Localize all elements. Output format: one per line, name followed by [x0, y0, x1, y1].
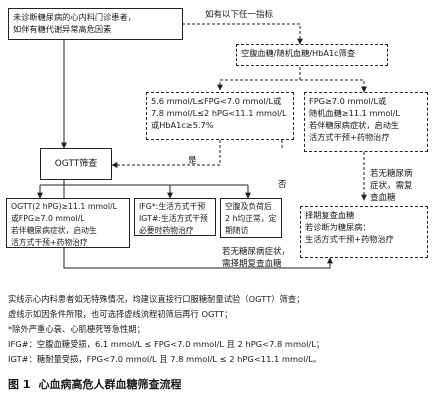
- mid-criteria-box: 5.6 mmol/L≤FPG<7.0 mmol/L或 7.8 mmol/L≤2 …: [146, 92, 294, 140]
- right-diagnosis-box: FPG≥7.0 mmol/L或 随机血糖≥11.1 mmol/L 若伴糖尿病症状…: [304, 92, 428, 152]
- start-box: 未诊断糖尿病的心内科门诊患者， 如伴有糖代谢异常高危因素: [8, 8, 183, 40]
- note-line: *除外严重心衰、心肌梗死等急性期；: [8, 324, 145, 334]
- no-symptom-bottom-label: 若无糖尿病症状， 需择期复查血糖: [222, 247, 291, 269]
- caption-title: 心血病高危人群血糖筛查流程: [38, 378, 182, 391]
- result-box-ifg-igt: IFG*:生活方式干预 IGT#:生活方式干预 必要时药物治疗: [134, 198, 216, 236]
- no-symptom-top-label: 若无糖尿病 症状，需复 查血糖: [370, 169, 413, 203]
- recheck-box: 择期复查血糖 若诊断为糖尿病： 生活方式干预+药物治疗: [300, 206, 428, 258]
- notes: 实线示心内科患者如无特殊情况，均建议直接行口服糖耐量试验（OGTT）筛查； 虚线…: [8, 292, 428, 367]
- note-line: 实线示心内科患者如无特殊情况，均建议直接行口服糖耐量试验（OGTT）筛查；: [8, 294, 305, 304]
- screening-box: 空腹血糖/随机血糖/HbA1c筛查: [236, 44, 388, 66]
- note-line: 虚线示如因条件所限，也可选择虚线流程初筛后再行 OGTT；: [8, 309, 233, 319]
- result-box-ogtt-diabetes: OGTT(2 hPG)≥11.1 mmol/L 或FPG≥7.0 mmol/L …: [6, 198, 130, 248]
- caption-number: 图 1: [8, 378, 31, 391]
- result-box-normal: 空腹及负荷后 2 h均正常，定 期随访: [220, 198, 282, 238]
- yes-label: 是: [188, 156, 197, 166]
- figure-caption: 图 1 心血病高危人群血糖筛查流程: [8, 378, 181, 392]
- ogtt-box: OGTT筛查: [40, 148, 112, 180]
- connector-lines: [37, 23, 367, 269]
- note-line: IGT#：糖耐量受损，FPG<7.0 mmol/L 且 7.8 mmol/L ≤…: [8, 354, 322, 364]
- no-label: 否: [278, 180, 287, 190]
- any-indicator-label: 如有以下任一指标: [205, 10, 274, 20]
- note-line: IFG#：空腹血糖受损，6.1 mmol/L ≤ FPG<7.0 mmol/L …: [8, 339, 325, 349]
